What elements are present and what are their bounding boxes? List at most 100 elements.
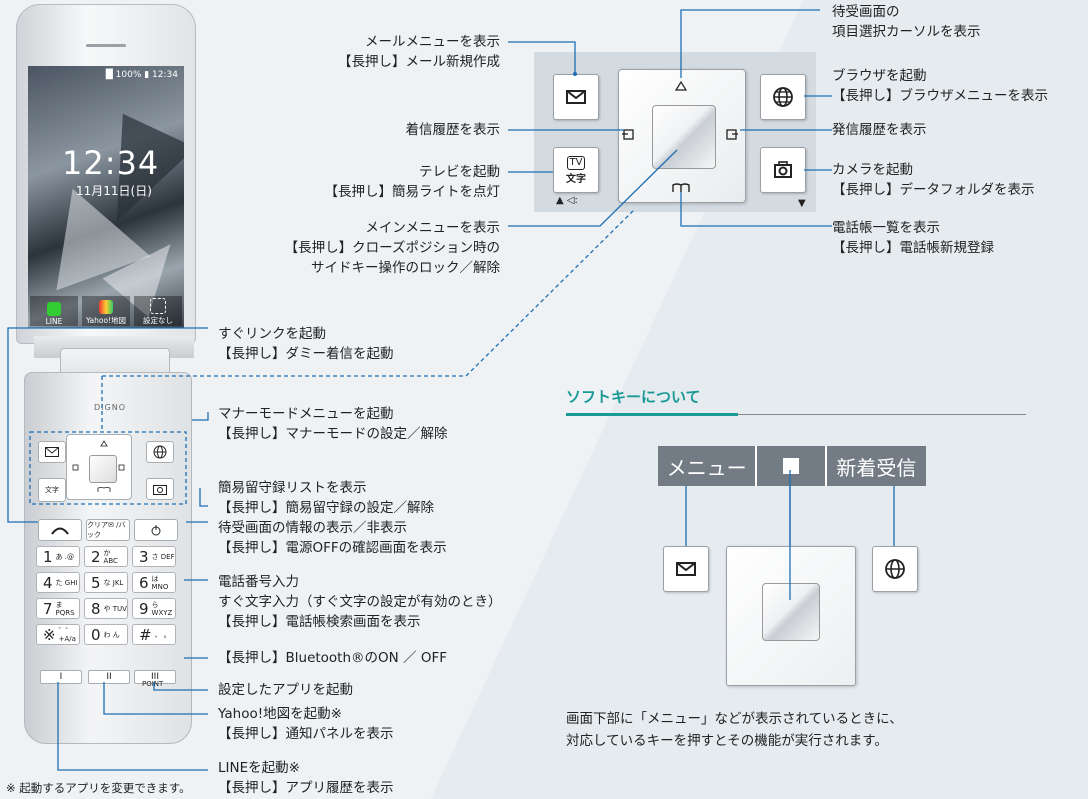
app-shortcut-none[interactable]: 設定なし — [134, 296, 182, 326]
softkey-menu[interactable]: メニュー — [658, 446, 758, 486]
label-line: LINEを起動※【長押し】アプリ履歴を表示 — [218, 760, 394, 796]
tv-key-text: 文字 — [566, 173, 586, 185]
camera-icon — [153, 485, 167, 495]
softkey-newmail[interactable]: 新着受信 — [836, 455, 917, 480]
globe-icon — [773, 87, 793, 107]
softkey-browser-key[interactable] — [872, 546, 918, 592]
tv-key[interactable]: 文字 — [38, 478, 66, 502]
envelope-icon — [45, 447, 59, 457]
function-key-1[interactable]: I — [40, 670, 82, 684]
screen-clock: 12:34 — [62, 144, 160, 182]
label-sugulink: すぐリンクを起動【長押し】ダミー着信を起動 — [218, 326, 394, 362]
section-divider — [566, 414, 1026, 415]
number-key-letters: ゛゜ +A/a — [58, 626, 76, 643]
number-key[interactable]: #、 。 — [132, 624, 176, 645]
footnote: ※ 起動するアプリを変更できます。 — [6, 781, 191, 795]
number-key-digit: 1 — [43, 547, 53, 566]
number-key-digit: 4 — [43, 573, 53, 592]
softkey-description: 画面下部に「メニュー」などが表示されているときに、対応しているキーを押すとその機… — [566, 711, 903, 749]
label-numinput: 電話番号入力すぐ文字入力（すぐ文字の設定が有効のとき）【長押し】電話帳検索画面を… — [218, 574, 502, 630]
envelope-icon — [676, 562, 696, 576]
phone-icon — [51, 527, 69, 535]
empty-slot-icon — [150, 298, 166, 314]
number-key-letters: 、 。 — [154, 630, 171, 639]
label-mail: メールメニューを表示【長押し】メール新規作成 — [338, 34, 500, 70]
number-key-letters: わ ん — [103, 630, 120, 639]
label-yahoo: Yahoo!地図を起動※【長押し】通知パネルを表示 — [218, 706, 394, 742]
tv-key-label: 文字 — [45, 486, 59, 494]
softkey-center[interactable] — [757, 446, 827, 486]
number-key-digit: 7 — [43, 599, 53, 618]
camera-key[interactable] — [146, 478, 174, 500]
number-key-letters: ま PQRS — [55, 600, 75, 617]
softkey-center-key[interactable] — [762, 583, 820, 641]
brand-logo: DIGNO — [94, 403, 126, 412]
label-phonebook: 電話帳一覧を表示【長押し】電話帳新規登録 — [832, 220, 994, 256]
number-key-digit: 0 — [91, 625, 101, 644]
label-info: 待受画面の情報の表示／非表示【長押し】電源OFFの確認画面を表示 — [218, 520, 447, 556]
number-key-letters: た GHI — [55, 578, 78, 587]
big-camera-key[interactable] — [760, 147, 806, 193]
map-icon — [99, 300, 113, 314]
softkey-section-title: ソフトキーについて — [566, 388, 701, 406]
number-key-digit: # — [139, 625, 152, 644]
number-key-letters: あ .@ — [55, 552, 74, 561]
number-key-digit: 6 — [139, 573, 149, 592]
small-center-key[interactable] — [89, 455, 117, 483]
call-key[interactable] — [38, 519, 82, 541]
label-appkey: 設定したアプリを起動 — [218, 682, 353, 698]
big-tv-key[interactable]: TV 文字 — [553, 147, 599, 193]
tv-key-hint: ▲ ◁: — [556, 195, 578, 206]
app-shortcut-line[interactable]: LINE — [30, 296, 78, 326]
number-key-letters: か ABC — [103, 548, 118, 565]
label-manner: マナーモードメニューを起動【長押し】マナーモードの設定／解除 — [218, 406, 448, 442]
power-end-key[interactable] — [134, 519, 178, 541]
big-browser-key[interactable] — [760, 74, 806, 120]
big-mail-key[interactable] — [553, 74, 599, 120]
number-key-digit: 9 — [139, 599, 149, 618]
number-key-digit: 2 — [91, 547, 101, 566]
app-shortcuts: LINE Yahoo!地図 設定なし — [30, 296, 182, 326]
number-key-letters: ら WXYZ — [151, 600, 173, 617]
app-shortcut-yahoo[interactable]: Yahoo!地図 — [82, 296, 130, 326]
mail-key[interactable] — [38, 441, 66, 463]
number-key[interactable]: ※゛゜ +A/a — [36, 624, 80, 645]
label-voicemail: 簡易留守録リストを表示【長押し】簡易留守録の設定／解除 — [218, 480, 434, 516]
big-center-key[interactable] — [652, 105, 716, 169]
function-key-2[interactable]: II — [88, 670, 130, 684]
number-key-digit: 3 — [139, 547, 149, 566]
power-icon — [151, 525, 161, 536]
line-icon — [47, 302, 61, 316]
clear-back-key[interactable]: クリア✉ /バック — [86, 519, 130, 541]
point-label: POINT — [142, 680, 164, 688]
phone-screen: █ 100% ▮ 12:34 12:34 11月11日(日) LINE Yaho… — [28, 66, 184, 328]
browser-key[interactable] — [146, 441, 174, 463]
screen-date: 11月11日(日) — [76, 184, 152, 198]
label-camera: カメラを起動【長押し】データフォルダを表示 — [832, 162, 1035, 198]
label-mainmenu: メインメニューを表示【長押し】クローズポジション時のサイドキー操作のロック／解除 — [284, 220, 500, 276]
label-incoming: 着信履歴を表示 — [405, 122, 501, 138]
number-key-letters: は MNO — [151, 574, 169, 591]
number-key-digit: ※ — [43, 625, 56, 644]
number-key-letters: さ DEF — [151, 552, 175, 561]
label-browser: ブラウザを起動【長押し】ブラウザメニューを表示 — [832, 68, 1048, 104]
section-accent — [566, 413, 738, 416]
envelope-icon — [566, 90, 586, 104]
softkey-mail-key[interactable] — [663, 546, 709, 592]
label-tv: テレビを起動【長押し】簡易ライトを点灯 — [324, 164, 501, 200]
label-cursor: 待受画面の項目選択カーソルを表示 — [832, 4, 981, 40]
camera-key-hint: ▼ — [798, 198, 806, 209]
number-key-digit: 5 — [91, 573, 101, 592]
softkey-bar: メニュー 新着受信 — [658, 446, 926, 486]
